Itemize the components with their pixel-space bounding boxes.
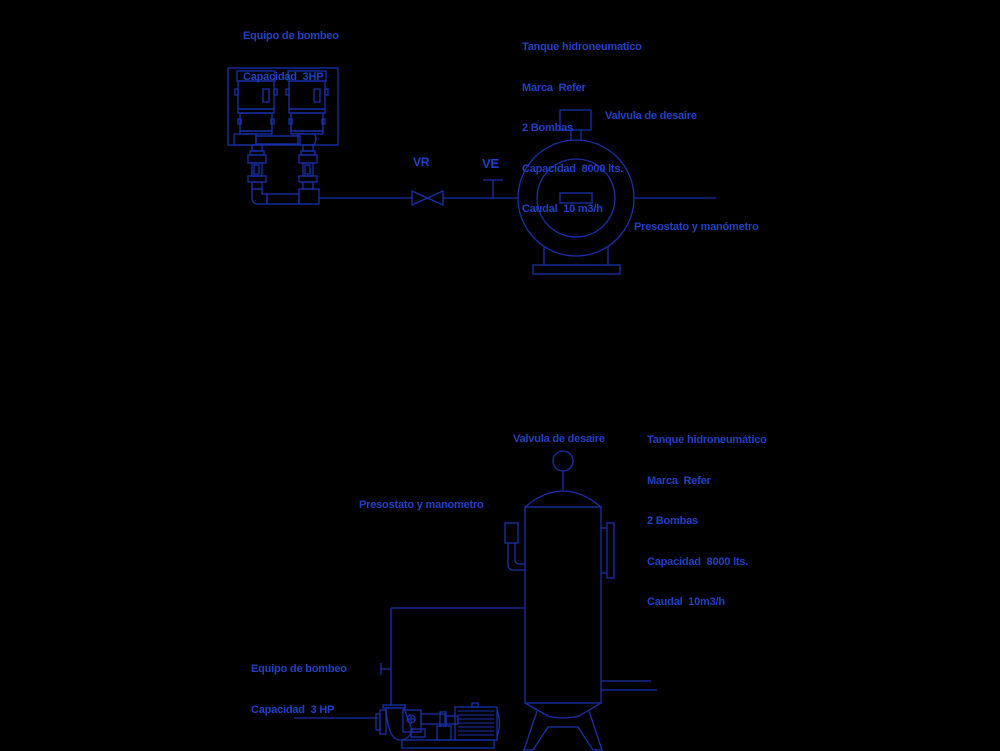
plan-air-valve-label: Valvula de desaire	[605, 110, 697, 122]
valve-ve-label: VE	[482, 156, 499, 171]
elev-tank	[504, 450, 657, 751]
plan-pressure-label: Presostato y manómetro	[634, 221, 759, 233]
pump-label-line2: Capacidad 3HP	[243, 70, 324, 83]
elev-pump-motor	[375, 702, 501, 749]
elev-pump-label-line1: Equipo de bombeo	[251, 663, 347, 675]
elev-tank-label-line1: Tanque hidroneumático	[647, 434, 767, 446]
elev-pressure-label: Presostato y manometro	[359, 499, 484, 511]
elev-tank-label-line2: Marca Refer	[647, 474, 711, 487]
plan-tank	[517, 109, 635, 275]
elev-pump-label-line2: Capacidad 3 HP	[251, 703, 335, 716]
pump-label-line1: Equipo de bombeo	[243, 30, 339, 42]
tank-label-line1: Tanque hidroneumatico	[522, 41, 642, 53]
valve-vr-label: VR	[413, 155, 430, 169]
tank-label-line4: Capacidad 8000 lts.	[522, 162, 624, 175]
tank-label-line3: 2 Bombas	[522, 122, 573, 134]
plan-pump-set	[227, 67, 339, 205]
elev-tank-label-line5: Caudal 10m3/h	[647, 596, 725, 608]
elev-piping	[294, 607, 525, 719]
tank-label-line5: Caudal 10 m3/h	[522, 203, 603, 215]
tank-label-line2: Marca Refer	[522, 81, 586, 94]
elev-pump-label: Equipo de bombeo Capacidad 3 HP	[251, 636, 347, 731]
elev-air-valve-label: Valvula de desaire	[513, 433, 605, 445]
elev-tank-label-line3: 2 Bombas	[647, 515, 698, 527]
plan-tank-label: Tanque hidroneumatico Marca Refer 2 Bomb…	[522, 14, 642, 230]
elev-tank-label: Tanque hidroneumático Marca Refer 2 Bomb…	[647, 407, 767, 623]
plan-discharge-pipe	[319, 179, 716, 207]
elev-tank-label-line4: Capacidad 8000 lts.	[647, 555, 749, 568]
plan-pump-label: Equipo de bombeo Capacidad 3HP	[243, 3, 339, 98]
